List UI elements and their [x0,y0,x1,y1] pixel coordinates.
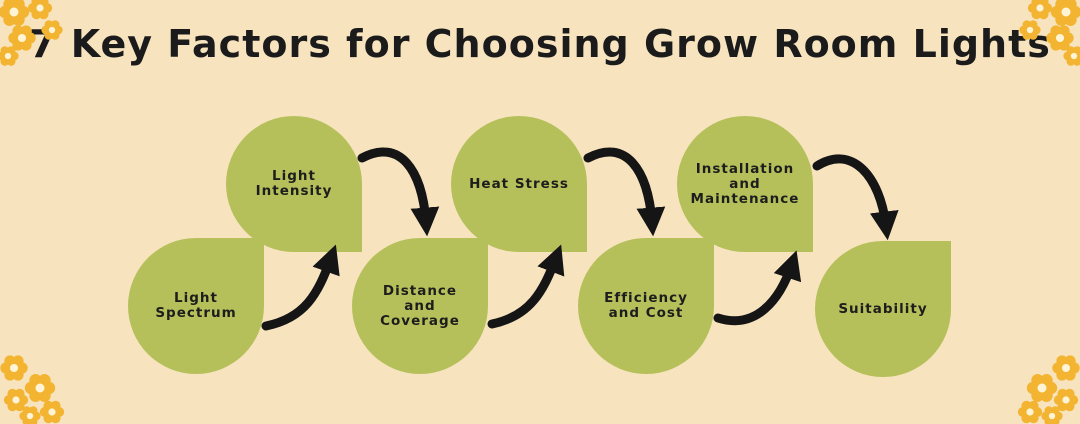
step-label: Light Spectrum [155,290,237,321]
step-label: Heat Stress [469,175,569,192]
flower-cluster-bottom-left-icon [0,355,65,424]
page-title: 7 Key Factors for Choosing Grow Room Lig… [29,22,1051,66]
arrow-down-3-icon [812,154,899,241]
step-label: Light Intensity [255,168,333,199]
step-efficiency-cost: Efficiency and Cost [578,238,714,374]
flower-cluster-top-right-icon [1019,0,1080,66]
step-label: Suitability [838,300,928,317]
step-label: Distance and Coverage [380,282,460,329]
arrow-down-1-icon [357,147,440,237]
step-heat-stress: Heat Stress [451,116,587,252]
step-light-intensity: Light Intensity [226,116,362,252]
step-label: Installation and Maintenance [690,160,800,207]
flower-cluster-bottom-right-icon [1017,355,1080,424]
arrow-up-1-icon [261,244,340,331]
step-distance-coverage: Distance and Coverage [352,238,488,374]
step-installation-maintenance: Installation and Maintenance [677,116,813,252]
arrow-down-2-icon [583,147,666,237]
step-suitability: Suitability [815,241,951,377]
arrow-up-3-icon [713,250,802,326]
flower-cluster-top-left-icon [0,0,63,66]
step-label: Efficiency and Cost [604,290,688,321]
step-light-spectrum: Light Spectrum [128,238,264,374]
arrow-up-2-icon [487,244,565,329]
